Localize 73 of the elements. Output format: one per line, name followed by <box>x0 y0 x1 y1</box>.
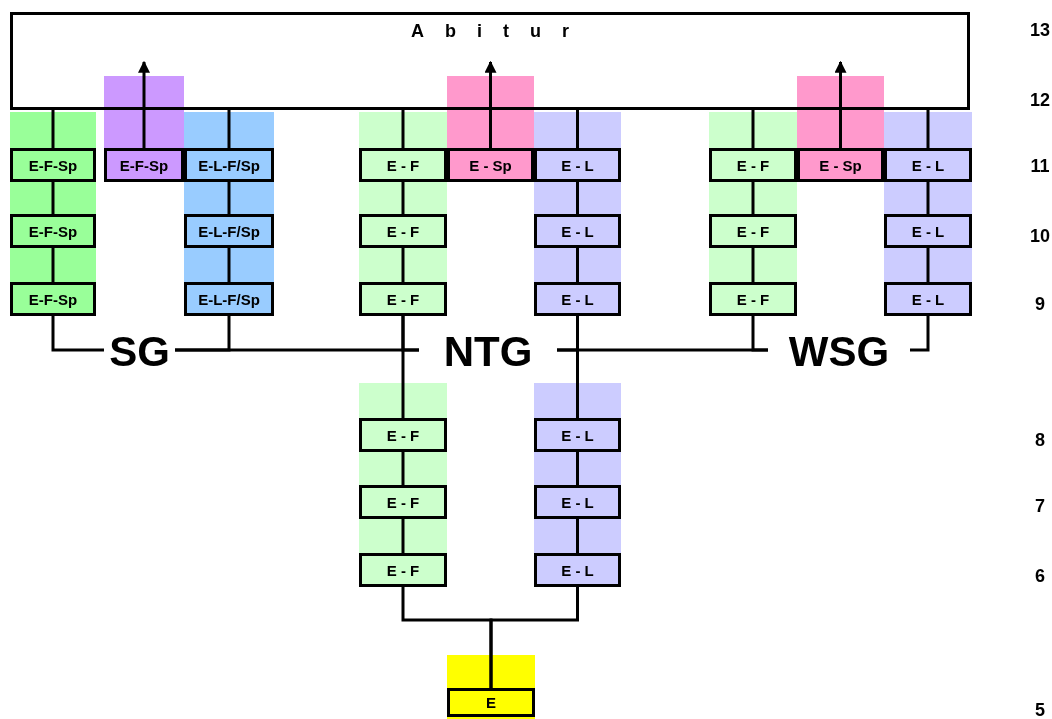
course-box: E - F <box>359 214 447 248</box>
course-box: E - F <box>709 282 797 316</box>
connector-line <box>576 452 579 485</box>
connector-line <box>51 110 55 148</box>
connector-line <box>401 248 405 282</box>
course-box: E - L <box>534 214 621 248</box>
connector-line <box>51 248 55 282</box>
course-box: E - F <box>359 148 447 182</box>
course-box: E-F-Sp <box>10 282 96 316</box>
connector-line <box>227 182 231 214</box>
arrow <box>484 60 497 148</box>
connector-line <box>576 519 579 553</box>
connector-line <box>576 110 579 148</box>
connector-line <box>51 316 104 352</box>
course-box: E - L <box>534 282 621 316</box>
connector-line <box>401 110 405 148</box>
arrow <box>138 60 150 148</box>
connector-line <box>401 452 405 485</box>
abitur-frame <box>10 12 970 110</box>
connector-line <box>401 182 405 214</box>
connector-line <box>751 182 755 214</box>
connector-line <box>51 182 55 214</box>
connector-line <box>576 316 579 418</box>
grade-number: 11 <box>1029 156 1051 177</box>
course-box: E - F <box>359 282 447 316</box>
connector-line <box>576 182 579 214</box>
track-label: SG <box>104 328 175 376</box>
grade-number: 5 <box>1034 700 1046 719</box>
frame-title: Abitur <box>411 21 590 42</box>
connector-line <box>910 316 930 352</box>
course-box: E - L <box>884 148 972 182</box>
course-box: E-F-Sp <box>104 148 184 182</box>
track-label: WSG <box>768 328 910 376</box>
connector-line <box>926 248 930 282</box>
course-box: E - F <box>709 214 797 248</box>
grade-number: 6 <box>1034 566 1046 587</box>
course-box: E - Sp <box>797 148 884 182</box>
course-box: E - L <box>534 148 621 182</box>
course-box: E - F <box>359 418 447 452</box>
course-box: E-F-Sp <box>10 214 96 248</box>
grade-number: 8 <box>1034 430 1046 451</box>
course-box: E - F <box>709 148 797 182</box>
course-box: E - F <box>359 553 447 587</box>
course-box: E - F <box>359 485 447 519</box>
course-box: E-L-F/Sp <box>184 282 274 316</box>
grade-number: 7 <box>1034 496 1046 517</box>
track-label: NTG <box>419 328 557 376</box>
connector-line <box>576 248 579 282</box>
course-box: E <box>447 688 535 717</box>
connector-line <box>926 110 930 148</box>
course-box: E-L-F/Sp <box>184 148 274 182</box>
course-box: E-F-Sp <box>10 148 96 182</box>
connector-line <box>401 519 405 553</box>
connector-line <box>751 110 755 148</box>
course-box: E - L <box>884 214 972 248</box>
connector-line <box>401 316 405 418</box>
course-box: E - L <box>534 418 621 452</box>
connector-line <box>751 248 755 282</box>
course-box: E - L <box>884 282 972 316</box>
connector-line <box>926 182 930 214</box>
grade-number: 10 <box>1029 226 1051 247</box>
course-box: E - L <box>534 485 621 519</box>
grade-number: 9 <box>1034 294 1046 315</box>
connector-line <box>489 587 579 688</box>
arrow <box>834 60 847 148</box>
course-box: E - L <box>534 553 621 587</box>
grade-number: 12 <box>1029 90 1051 111</box>
course-box: E - Sp <box>447 148 534 182</box>
grade-number: 13 <box>1029 20 1051 41</box>
connector-line <box>751 316 768 352</box>
course-box: E-L-F/Sp <box>184 214 274 248</box>
connector-line <box>227 110 231 148</box>
connector-line <box>227 248 231 282</box>
